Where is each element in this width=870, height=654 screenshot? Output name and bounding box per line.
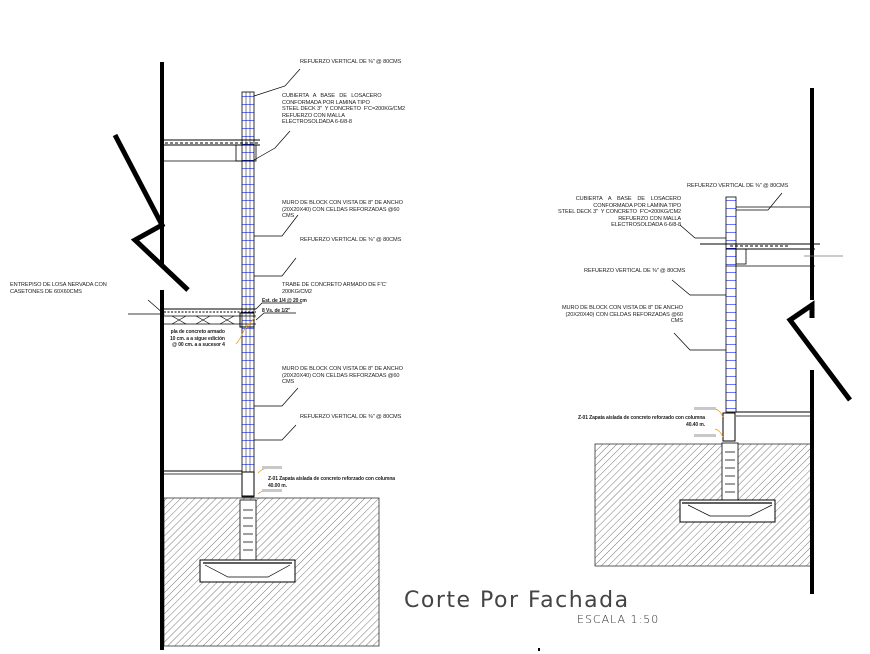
note-zapata-left: Z-01 Zapata aislada de concreto reforzad… [268, 476, 395, 489]
right-section [594, 88, 852, 594]
note-pilar: pla de concreto armado 10 cm. a a sigue … [170, 329, 225, 349]
note-trabe: TRABE DE CONCRETO ARMADO DE F'C' 200KG/C… [282, 282, 387, 295]
drawing-scale: ESCALA 1:50 [577, 613, 660, 626]
note-refuerzo-top-right: REFUERZO VERTICAL DE ⅜" @ 80CMS [687, 183, 789, 189]
note-zapata-right: Z-01 Zapata aislada de concreto reforzad… [578, 415, 705, 428]
footing-right [679, 412, 776, 523]
leaders-right [671, 192, 783, 351]
note-cubierta-right: CUBIERTA A BASE DE LOSACERO CONFORMADA P… [558, 196, 682, 229]
break-symbol-right [786, 300, 852, 402]
note-refuerzo-mid-left: REFUERZO VERTICAL DE ⅜" @ 80CMS [300, 237, 402, 243]
note-varillas: 8 Vs. de 1/2" [262, 308, 291, 314]
left-section [112, 62, 380, 650]
footing-left [199, 471, 296, 583]
note-refuerzo-low-left: REFUERZO VERTICAL DE ⅜" @ 80CMS [300, 414, 402, 420]
note-muro-lower-left: MURO DE BLOCK CON VISTA DE 8" DE ANCHO (… [282, 366, 403, 386]
note-cubierta-left: CUBIERTA A BASE DE LOSACERO CONFORMADA P… [282, 93, 406, 126]
note-entrepiso: ENTREPISO DE LOSA NERVADA CON CASETONES … [10, 282, 107, 295]
note-refuerzo-top-left: REFUERZO VERTICAL DE ⅜" @ 80CMS [300, 59, 402, 65]
break-symbol-left [112, 133, 190, 292]
drawing-title: Corte Por Fachada [404, 588, 630, 613]
roof-slab-left [160, 139, 260, 162]
note-estribos: Est. de 1/4 @ 20 cm [262, 298, 307, 304]
roof-slab-right [700, 206, 843, 267]
leaders-left [128, 68, 302, 441]
note-refuerzo-mid-right: REFUERZO VERTICAL DE ⅜" @ 80CMS [584, 268, 686, 274]
note-muro-upper-left: MURO DE BLOCK CON VISTA DE 8" DE ANCHO (… [282, 200, 403, 220]
note-muro-right: MURO DE BLOCK CON VISTA DE 8" DE ANCHO (… [562, 305, 683, 325]
block-wall-right [725, 196, 737, 413]
block-wall-left [241, 91, 255, 498]
